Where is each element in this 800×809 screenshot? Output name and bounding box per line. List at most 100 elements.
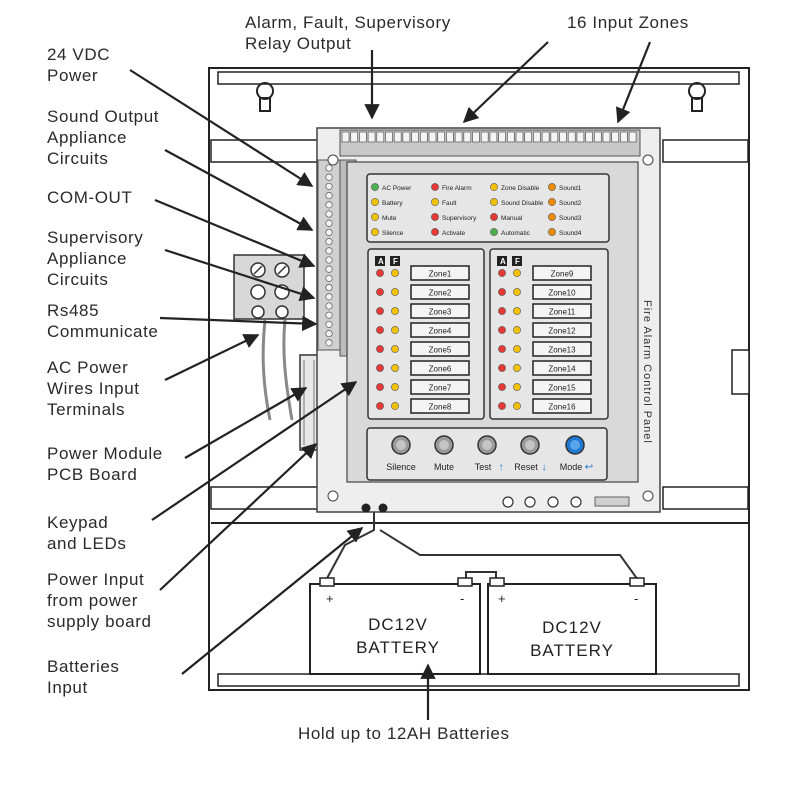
zone-label: Zone16: [548, 403, 576, 412]
zone-label-box: [532, 379, 592, 395]
top-terminal: [393, 131, 402, 143]
keypad-arrow-icon: ↓: [542, 462, 547, 473]
side-terminal: [325, 164, 333, 172]
status-led-icon: [371, 198, 379, 206]
zone-label-box: [410, 341, 470, 357]
side-terminal: [325, 201, 333, 209]
top-terminal: [506, 131, 515, 143]
side-terminal: [325, 228, 333, 236]
status-led-icon: [490, 183, 498, 191]
top-terminal: [472, 131, 480, 143]
ac-terminal-block: [233, 254, 305, 421]
top-terminal: [437, 131, 446, 143]
side-terminal: [325, 238, 333, 246]
battery-left-minus: -: [460, 591, 464, 606]
side-terminal: [325, 192, 333, 200]
battery-right-minus: -: [634, 591, 638, 606]
zone-header-a: A: [500, 257, 506, 266]
zone-label-box: [410, 265, 470, 281]
zone-fault-led-icon: [513, 402, 521, 410]
zone-label: Zone7: [429, 384, 452, 393]
zone-label-box: [532, 322, 592, 338]
side-terminal: [325, 265, 333, 273]
top-terminal: [533, 131, 541, 143]
status-led-label: Manual: [501, 215, 523, 222]
top-terminal: [489, 131, 498, 143]
side-terminal: [325, 256, 333, 264]
board-jumper-icon: [524, 496, 536, 508]
zone-alarm-led-icon: [376, 307, 384, 315]
zone-label-box: [410, 303, 470, 319]
zone-alarm-led-icon: [376, 402, 384, 410]
top-terminal: [550, 131, 559, 143]
top-terminal: [559, 131, 567, 143]
zone-label-box: [410, 398, 470, 414]
top-terminal: [411, 131, 419, 143]
zone-label-box: [532, 265, 592, 281]
zone-alarm-led-icon: [376, 269, 384, 277]
callout-batteries-input: Batteries Input: [47, 657, 120, 697]
leader-lines: [129, 41, 652, 720]
zone-label: Zone2: [429, 289, 452, 298]
board-jumper-icon: [502, 496, 514, 508]
status-led-icon: [548, 213, 556, 221]
side-terminal: [325, 210, 333, 218]
keypad-button-face: [396, 440, 406, 450]
zone-label: Zone12: [548, 327, 576, 336]
zone-fault-led-icon: [513, 326, 521, 334]
zone-label: Zone3: [429, 308, 452, 317]
zone-alarm-led-icon: [498, 402, 506, 410]
zone-fault-led-icon: [513, 288, 521, 296]
status-led-icon: [548, 198, 556, 206]
keypad-arrow-icon: ↑: [499, 462, 504, 473]
callout-power-input: Power Input from power supply board: [47, 570, 152, 631]
zone-label: Zone15: [548, 384, 576, 393]
status-led-icon: [371, 213, 379, 221]
callout-relay-output: Alarm, Fault, Supervisory Relay Output: [245, 13, 451, 53]
status-led-icon: [490, 198, 498, 206]
top-terminal: [576, 131, 585, 143]
zone-fault-led-icon: [513, 269, 521, 277]
status-led-icon: [490, 228, 498, 236]
keypad-button-face: [439, 440, 449, 450]
zone-label: Zone6: [429, 365, 452, 374]
zone-label-box: [532, 341, 592, 357]
top-terminal: [593, 131, 602, 143]
zone-header-a: A: [378, 257, 384, 266]
zone-alarm-led-icon: [376, 364, 384, 372]
status-led-icon: [371, 183, 379, 191]
keypad-label: Mute: [434, 462, 454, 472]
zone-alarm-led-icon: [498, 288, 506, 296]
zone-label-box: [532, 284, 592, 300]
top-terminal: [428, 131, 437, 143]
zone-fault-led-icon: [513, 383, 521, 391]
callout-rs485: Rs485 Communicate: [47, 301, 159, 341]
callout-ac-power: AC Power Wires Input Terminals: [47, 358, 140, 419]
keypad-button-face: [525, 440, 535, 450]
battery-left: [309, 577, 481, 675]
side-terminal: [325, 173, 333, 181]
status-led-icon: [490, 213, 498, 221]
mount-hole-right-icon: [688, 82, 706, 112]
zone-label-box: [532, 398, 592, 414]
zone-label-box: [410, 284, 470, 300]
top-terminal: [567, 131, 576, 143]
battery-right-plus: +: [498, 591, 506, 606]
top-terminal: [376, 131, 385, 143]
side-terminal: [325, 274, 333, 282]
top-terminal: [359, 131, 367, 143]
zone-fault-led-icon: [391, 326, 399, 334]
battery-left-line2: BATTERY: [356, 638, 440, 657]
top-terminal: [350, 131, 359, 143]
zone-alarm-led-icon: [498, 269, 506, 277]
top-terminal: [541, 131, 550, 143]
status-led-label: Silence: [382, 230, 404, 237]
callout-hold-up: Hold up to 12AH Batteries: [298, 724, 510, 743]
status-led-label: Fault: [442, 200, 457, 207]
top-terminal: [480, 131, 489, 143]
battery-right-line2: BATTERY: [530, 641, 614, 660]
zone-fault-led-icon: [513, 307, 521, 315]
status-led-label: Sound Disable: [501, 200, 544, 207]
